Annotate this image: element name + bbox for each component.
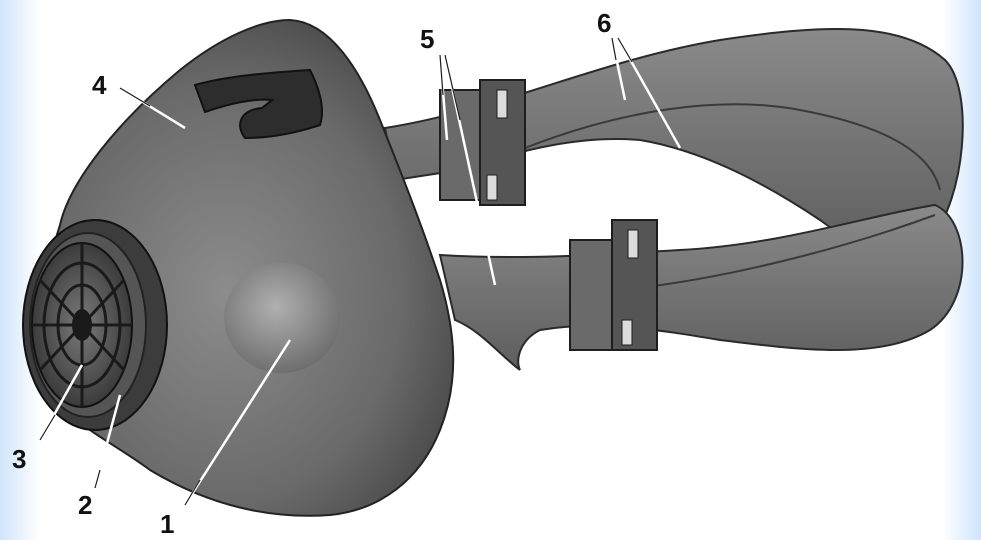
exhalation-bump (224, 263, 340, 373)
head-strap-lower (440, 205, 963, 370)
label-6: 6 (597, 8, 611, 38)
filter-cartridge (32, 243, 132, 407)
label-2: 2 (78, 490, 92, 520)
label-1: 1 (160, 509, 174, 535)
label-5: 5 (420, 24, 434, 54)
label-4: 4 (92, 70, 107, 100)
strap-buckle-upper (440, 80, 525, 205)
strap-buckle-lower (570, 220, 657, 350)
label-3: 3 (12, 444, 26, 474)
